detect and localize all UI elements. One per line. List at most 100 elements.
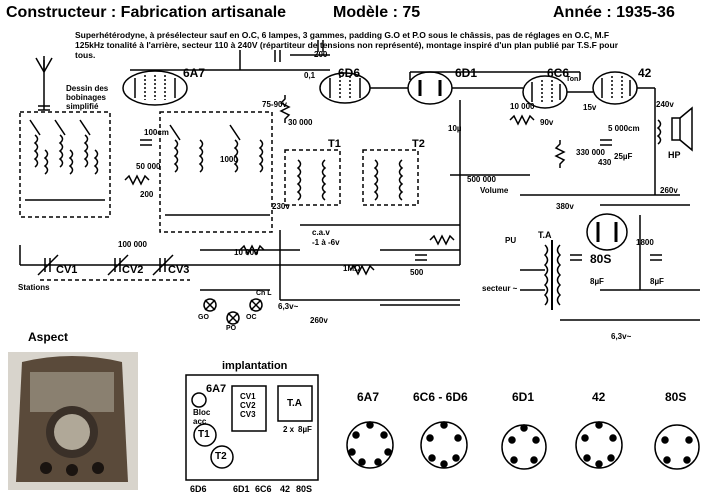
label-6a7: 6A7 [183,66,206,80]
label-v63b: 6,3v~ [611,332,632,341]
label-v240: 240v [656,100,674,109]
tube-80s [586,213,628,251]
radio-photo [8,352,138,490]
coils-mid [165,124,270,216]
label-t2: T2 [412,138,425,150]
impl-cv1: CV1 [240,392,256,401]
label-cv3: CV3 [168,264,190,276]
implantation-layout [185,374,319,481]
impl-ta: T.A [287,398,302,409]
aspect-label: Aspect [28,330,69,344]
antenna-symbol [35,56,53,111]
impl-bottom-6d6: 6D6 [190,484,207,494]
power-transformer [520,240,562,310]
label-r1000: 1000 [220,155,238,164]
label-c1800: 1800 [636,238,654,247]
label-r1m: 1MΩ [343,264,361,273]
label-6d6: 6D6 [338,66,361,80]
tube-base-6a7 [346,421,394,469]
label-r30000: 30 000 [288,118,313,127]
tube-6a7 [122,70,188,106]
impl-cv3: CV3 [240,410,256,419]
label-c100cm: 100cm [144,128,169,137]
label-c500: 500 [410,268,424,277]
label-stations: Stations [18,283,50,292]
label-6c6: 6C6 [547,66,570,80]
capacitors [140,40,662,261]
label-pu: PU [505,236,517,245]
impl-bottom-42: 42 [280,484,291,494]
label-oc: OC [246,314,257,321]
label-t1: T1 [328,138,341,150]
label-c01: 0,1 [304,71,316,80]
transformer-t1 [284,149,341,206]
label-bobinages: Dessin des bobinages simplifié [66,84,109,111]
tube-base-80s [654,424,700,470]
label-r50000: 50 000 [136,162,161,171]
impl-bottom-6c6: 6C6 [255,484,272,494]
impl-t1: T1 [198,429,210,440]
label-v63a: 6,3v~ [278,302,299,311]
speaker-symbol [656,106,693,152]
label-c25: 25µF [614,152,633,161]
implantation-title: implantation [222,360,288,372]
base-label-6c6-6d6: 6C6 - 6D6 [413,390,468,404]
variable-capacitors [37,254,190,281]
impl-8uf: 8µF [298,425,312,434]
label-v260a: 260v [310,316,328,325]
schematic-description: Superhétérodyne, à présélecteur sauf en … [75,30,619,60]
label-r330000: 330 000 [576,148,605,157]
label-r10000b: 10 000 [510,102,535,111]
label-c5000: 5 000cm [608,124,640,133]
label-r430: 430 [598,158,612,167]
header-annee: Année : 1935-36 [553,4,675,21]
base-label-80s: 80S [665,390,687,404]
base-label-42: 42 [592,390,606,404]
label-v380: 380v [556,202,574,211]
resistors [124,95,566,276]
label-v90: 90v [540,118,554,127]
coil-box-mid [159,111,273,233]
pilot-lamps [200,289,270,325]
impl-bottom-6d1: 6D1 [233,484,250,494]
label-cav-range: -1 à -6v [312,238,340,247]
label-cv1: CV1 [56,264,78,276]
header-modele: Modèle : 75 [333,4,421,21]
transformer-t2 [362,149,419,206]
label-r500000: 500 000 [467,175,496,184]
label-v230: 230v [272,202,290,211]
label-v15: 15v [583,103,597,112]
label-42: 42 [638,66,652,80]
impl-bottom-80s: 80S [296,484,313,494]
impl-6a7: 6A7 [206,383,227,395]
label-cav: c.a.v [312,228,330,237]
label-volume: Volume [480,186,509,195]
tube-base-6c6 [420,421,468,469]
tube-base-42 [575,421,623,469]
label-chl: Ch L [256,290,272,297]
coil-box-left [19,111,111,218]
label-80s: 80S [590,252,612,266]
wiring [130,50,700,321]
impl-2x: 2 x [283,425,295,434]
label-v260b: 260v [660,186,678,195]
coils-left [25,119,105,201]
impl-t2: T2 [215,451,227,462]
impl-cv2: CV2 [240,401,256,410]
label-v75-90: 75-90v [262,100,287,109]
label-c8b: 8µF [650,277,664,286]
base-label-6a7: 6A7 [357,390,380,404]
label-c8a: 8µF [590,277,604,286]
header-constructeur: Constructeur : Fabrication artisanale [6,4,287,21]
label-c10: 10µ [448,124,462,133]
label-ton: Ton. [566,76,581,83]
label-ta: T.A [538,230,552,240]
label-r10000a: 10 000 [234,248,259,257]
base-label-6d1: 6D1 [512,390,535,404]
label-c200: 200 [314,50,328,59]
tube-base-6d1 [501,424,547,470]
label-cv2: CV2 [122,264,144,276]
label-r100000: 100 000 [118,240,147,249]
impl-bloc-acc: Bloc acc [193,408,211,426]
